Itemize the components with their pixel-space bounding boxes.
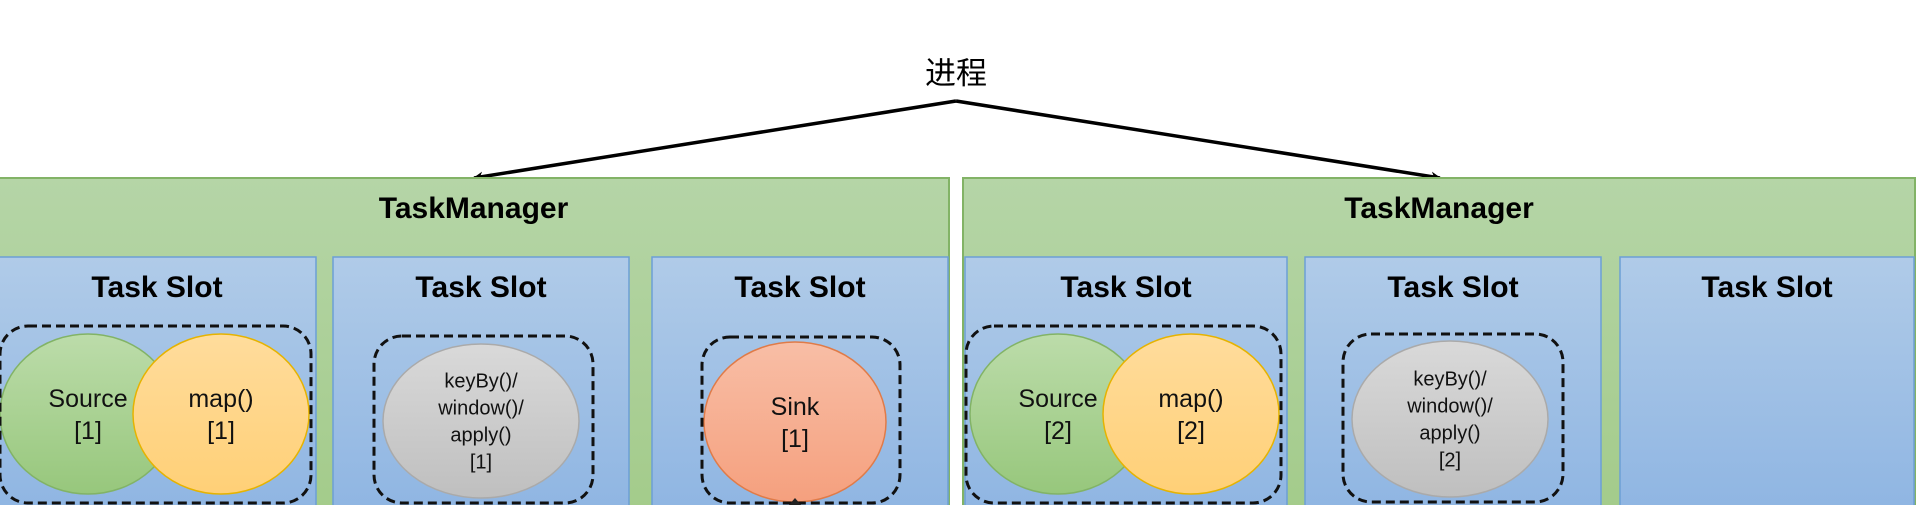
sink-ellipse [703,341,887,503]
source-label-line: [1] [74,417,102,445]
taskmanager-title: TaskManager [1344,192,1534,225]
task-slot-title: Task Slot [1387,271,1518,304]
map-label-line: [2] [1177,417,1205,445]
keyby-operator: keyBy()/ window()/ apply() [1] [382,343,580,499]
map-label-line: map() [1158,385,1223,413]
operator-chain: Sink [1] [700,335,902,505]
map-label-line: map() [188,385,253,413]
task-slot: Task Slot [1619,256,1915,505]
task-slot-title: Task Slot [91,271,222,304]
task-slot: Task Slot keyBy()/ window()/ apply() [1] [332,256,630,505]
sink-label-line: Sink [771,393,820,421]
operator-chain-dashed-border [700,335,902,505]
arrow-to-taskmanager-1 [473,99,957,182]
sink-connector-arrow [789,498,801,505]
task-slot: Task Slot keyBy()/ window()/ apply() [2] [1304,256,1602,505]
operator-chain: Source [1] map() [1] [0,324,313,505]
task-slot-title: Task Slot [1060,271,1191,304]
keyby-label-line: apply() [1419,423,1480,445]
keyby-label-line: [1] [470,452,492,474]
task-slot-title: Task Slot [734,271,865,304]
keyby-operator: keyBy()/ window()/ apply() [2] [1351,340,1549,498]
keyby-label-line: keyBy()/ [1413,369,1487,391]
operator-chain: Source [2] map() [2] [964,324,1283,505]
operator-chain: keyBy()/ window()/ apply() [2] [1341,332,1565,504]
map-ellipse [132,333,310,495]
process-label: 进程 [925,56,987,92]
source-label-line: Source [48,385,127,413]
keyby-ellipse [382,343,580,499]
map-label-line: [1] [207,417,235,445]
operator-chain-dashed-border [0,324,313,505]
keyby-label-line: window()/ [437,398,524,420]
keyby-label-line: [2] [1439,450,1461,472]
arrow-to-taskmanager-2 [955,99,1441,182]
keyby-label-line: window()/ [1406,396,1493,418]
sink-label-line: [1] [781,425,809,453]
task-slot-title: Task Slot [415,271,546,304]
sink-operator: Sink [1] [703,341,887,503]
source-operator: Source [1] [0,333,177,495]
operator-chain: keyBy()/ window()/ apply() [1] [372,334,595,505]
keyby-label-line: apply() [450,425,511,447]
operator-chain-dashed-border [964,324,1283,505]
keyby-label-line: keyBy()/ [444,371,518,393]
task-slot-box [1619,256,1915,505]
source-label-line: Source [1018,385,1097,413]
map-ellipse [1102,333,1280,495]
operator-chain-dashed-border [372,334,595,505]
keyby-ellipse [1351,340,1549,498]
taskmanager-title: TaskManager [379,192,569,225]
map-operator: map() [1] [132,333,310,495]
source-label-line: [2] [1044,417,1072,445]
task-slot-title: Task Slot [1701,271,1832,304]
map-operator: map() [2] [1102,333,1280,495]
